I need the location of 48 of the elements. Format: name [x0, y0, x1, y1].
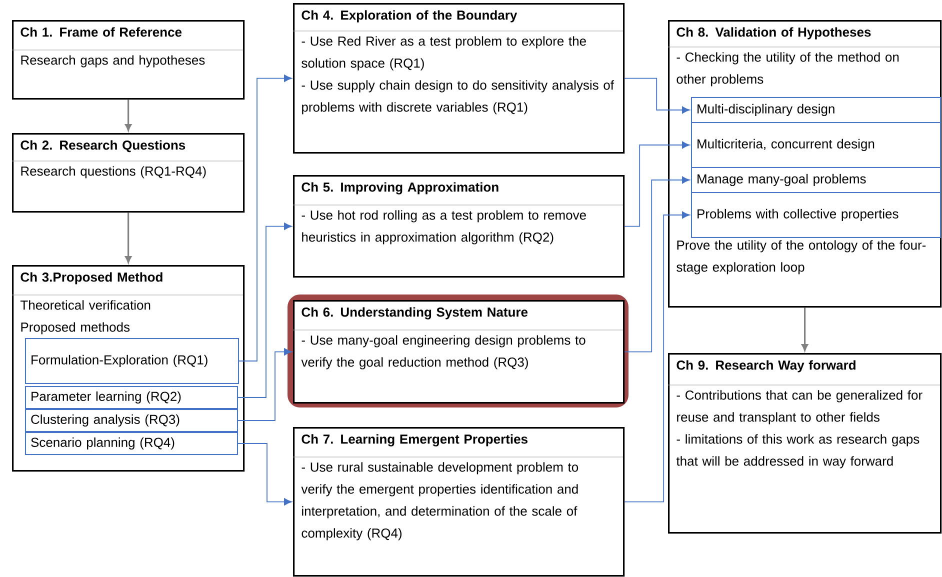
arrow [238, 443, 292, 506]
arrow [624, 211, 690, 502]
chapter-heading: Ch 4. Exploration of the Boundary [302, 10, 518, 22]
chapter-heading: Ch 8. Validation of Hypotheses [676, 27, 871, 40]
body-text: Research gaps and hypotheses [21, 55, 205, 68]
arrow [238, 74, 292, 362]
method-box: Clustering analysis (RQ3) [25, 409, 238, 432]
method-box: Formulation-Exploration (RQ1) [25, 338, 239, 384]
chapter-heading: Ch 5. Improving Approximation [302, 182, 498, 194]
problem-box: Multicriteria, concurrent design [691, 122, 941, 168]
problem-box: Multi-disciplinary design [691, 97, 941, 123]
method-box: Parameter learning (RQ2) [25, 386, 238, 409]
chapter-heading: Ch 9. Research Way forward [676, 360, 856, 372]
chapter-box [12, 20, 245, 100]
arrow [125, 212, 132, 263]
chapter-heading: Ch 2. Research Questions [20, 140, 186, 152]
body-text: - Use supply chain design to do sensitivity analysis of problems with discrete variables (RQ1) [302, 80, 614, 114]
body-text: - Use hot rod rolling as a test problem to remove heuristics in approximation algorithm (RQ2) [302, 210, 586, 244]
method-box: Scenario planning (RQ4) [25, 432, 238, 455]
body-text: - Checking the utility of the method on other problems [676, 52, 899, 86]
problem-box: Manage many-goal problems [691, 167, 941, 193]
body-text: - Use many-goal engineering design problems to verify the goal reduction method (RQ3) [301, 335, 586, 370]
chapter-box [668, 353, 942, 534]
chapter-heading: Ch 6. Understanding System Nature [302, 307, 528, 320]
body-text: Proposed methods [21, 322, 130, 334]
problem-box: Problems with collective properties [691, 192, 941, 238]
arrow [238, 348, 292, 421]
body-text: - Use rural sustainable development problem to verify the emergent properties identification and interpretation, and determination of the scale of complexity (RQ4) [301, 462, 578, 540]
arrow [624, 78, 690, 114]
body-text: Theoretical verification [20, 300, 150, 310]
arrow [802, 308, 808, 351]
arrow [125, 100, 132, 131]
body-text: - Use Red River as a test problem to explore the solution space (RQ1) [302, 36, 586, 70]
chapter-box [292, 427, 625, 577]
chapter-box [292, 175, 625, 278]
chapter-box [292, 3, 625, 154]
body-text: - limitations of this work as research gaps that will be addressed in way forward [676, 434, 920, 468]
chapter-heading: Ch 1. Frame of Reference [20, 27, 182, 37]
body-text: Prove the utility of the ontology of the four-stage exploration loop [676, 240, 926, 274]
body-text: - Contributions that can be generalized for reuse and transplant to other fields [676, 390, 922, 424]
arrow [624, 141, 690, 227]
chapter-box [288, 294, 628, 408]
arrow [238, 222, 292, 398]
chapter-heading: Ch 3.Proposed Method [20, 272, 162, 284]
chapter-heading: Ch 7. Learning Emergent Properties [302, 434, 528, 446]
arrow [624, 176, 690, 352]
chapter-box [12, 133, 245, 213]
body-text: Research questions (RQ1-RQ4) [21, 166, 206, 178]
